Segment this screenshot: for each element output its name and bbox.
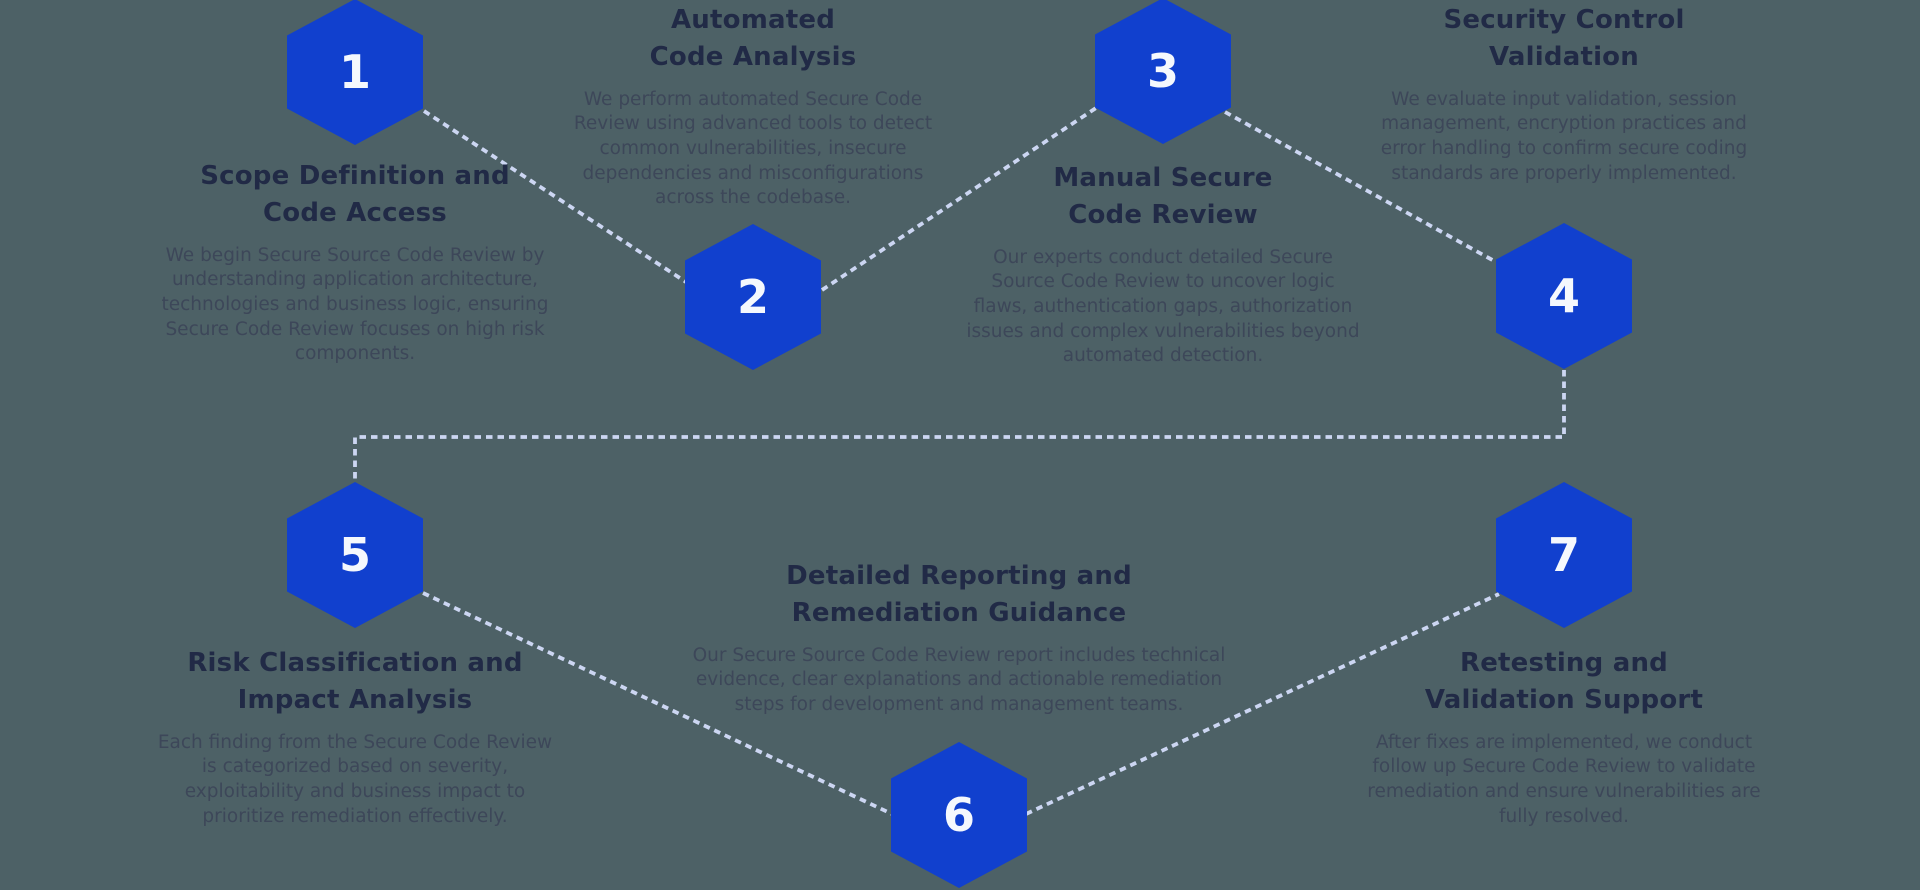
step-2-title: Automated Code Analysis — [553, 2, 953, 76]
bottom-edge — [0, 890, 1920, 892]
step-1-number: 1 — [338, 45, 371, 99]
connector-step2-step3 — [820, 106, 1098, 292]
step-7-number: 7 — [1547, 528, 1580, 582]
step-7-title-line1: Retesting and — [1460, 648, 1668, 678]
step-4-title: Security Control Validation — [1364, 2, 1764, 76]
step-7-text: Retesting and Validation Support After f… — [1364, 645, 1764, 829]
step-1-title: Scope Definition and Code Access — [155, 158, 555, 232]
step-1-title-line2: Code Access — [263, 197, 447, 228]
step-5-description: Each finding from the Secure Code Review… — [157, 731, 553, 827]
step-7-description: After fixes are implemented, we conduct … — [1367, 731, 1761, 827]
step-6-title-line2: Remediation Guidance — [791, 597, 1127, 628]
step-5-title: Risk Classification and Impact Analysis — [155, 645, 555, 719]
step-5-text: Risk Classification and Impact Analysis … — [155, 645, 555, 829]
step-6-text: Detailed Reporting and Remediation Guida… — [669, 558, 1249, 718]
connector-step1-step2 — [422, 109, 688, 284]
connector-step3-step4 — [1224, 110, 1497, 264]
step-3-title-line2: Code Review — [1068, 199, 1258, 230]
step-3-title-line1: Manual Secure — [1053, 163, 1273, 193]
step-2-number: 2 — [736, 270, 769, 324]
step-1-description: We begin Secure Source Code Review by un… — [161, 244, 549, 365]
step-5-title-line2: Impact Analysis — [237, 684, 473, 715]
step-2-hexagon: 2 — [685, 224, 821, 370]
step-1-title-line1: Scope Definition and — [200, 161, 510, 191]
step-3-text: Manual Secure Code Review Our experts co… — [963, 160, 1363, 369]
step-7-title: Retesting and Validation Support — [1364, 645, 1764, 719]
step-2-title-line1: Automated — [670, 5, 836, 35]
step-5-number: 5 — [338, 528, 371, 582]
step-1-text: Scope Definition and Code Access We begi… — [155, 158, 555, 367]
step-3-title: Manual Secure Code Review — [963, 160, 1363, 234]
step-4-number: 4 — [1547, 269, 1580, 323]
step-5-title-line1: Risk Classification and — [187, 648, 523, 678]
connector-step5-step6 — [422, 591, 893, 816]
step-5-hexagon: 5 — [287, 482, 423, 628]
step-6-number: 6 — [942, 788, 975, 842]
step-6-description: Our Secure Source Code Review report inc… — [692, 644, 1226, 715]
step-6-title-line1: Detailed Reporting and — [786, 561, 1132, 591]
step-3-description: Our experts conduct detailed Secure Sour… — [966, 246, 1360, 367]
step-2-description: We perform automated Secure Code Review … — [573, 88, 933, 209]
connector-step6-step7 — [1025, 592, 1500, 816]
connector-step4-step5 — [353, 370, 1566, 481]
step-7-title-line2: Validation Support — [1424, 684, 1704, 715]
step-4-text: Security Control Validation We evaluate … — [1364, 2, 1764, 186]
step-2-text: Automated Code Analysis We perform autom… — [553, 2, 953, 211]
step-4-description: We evaluate input validation, session ma… — [1380, 88, 1748, 184]
step-3-number: 3 — [1146, 44, 1179, 98]
step-4-title-line2: Validation — [1489, 41, 1639, 72]
step-2-title-line2: Code Analysis — [649, 41, 857, 72]
step-4-title-line1: Security Control — [1443, 5, 1685, 35]
step-6-title: Detailed Reporting and Remediation Guida… — [669, 558, 1249, 632]
